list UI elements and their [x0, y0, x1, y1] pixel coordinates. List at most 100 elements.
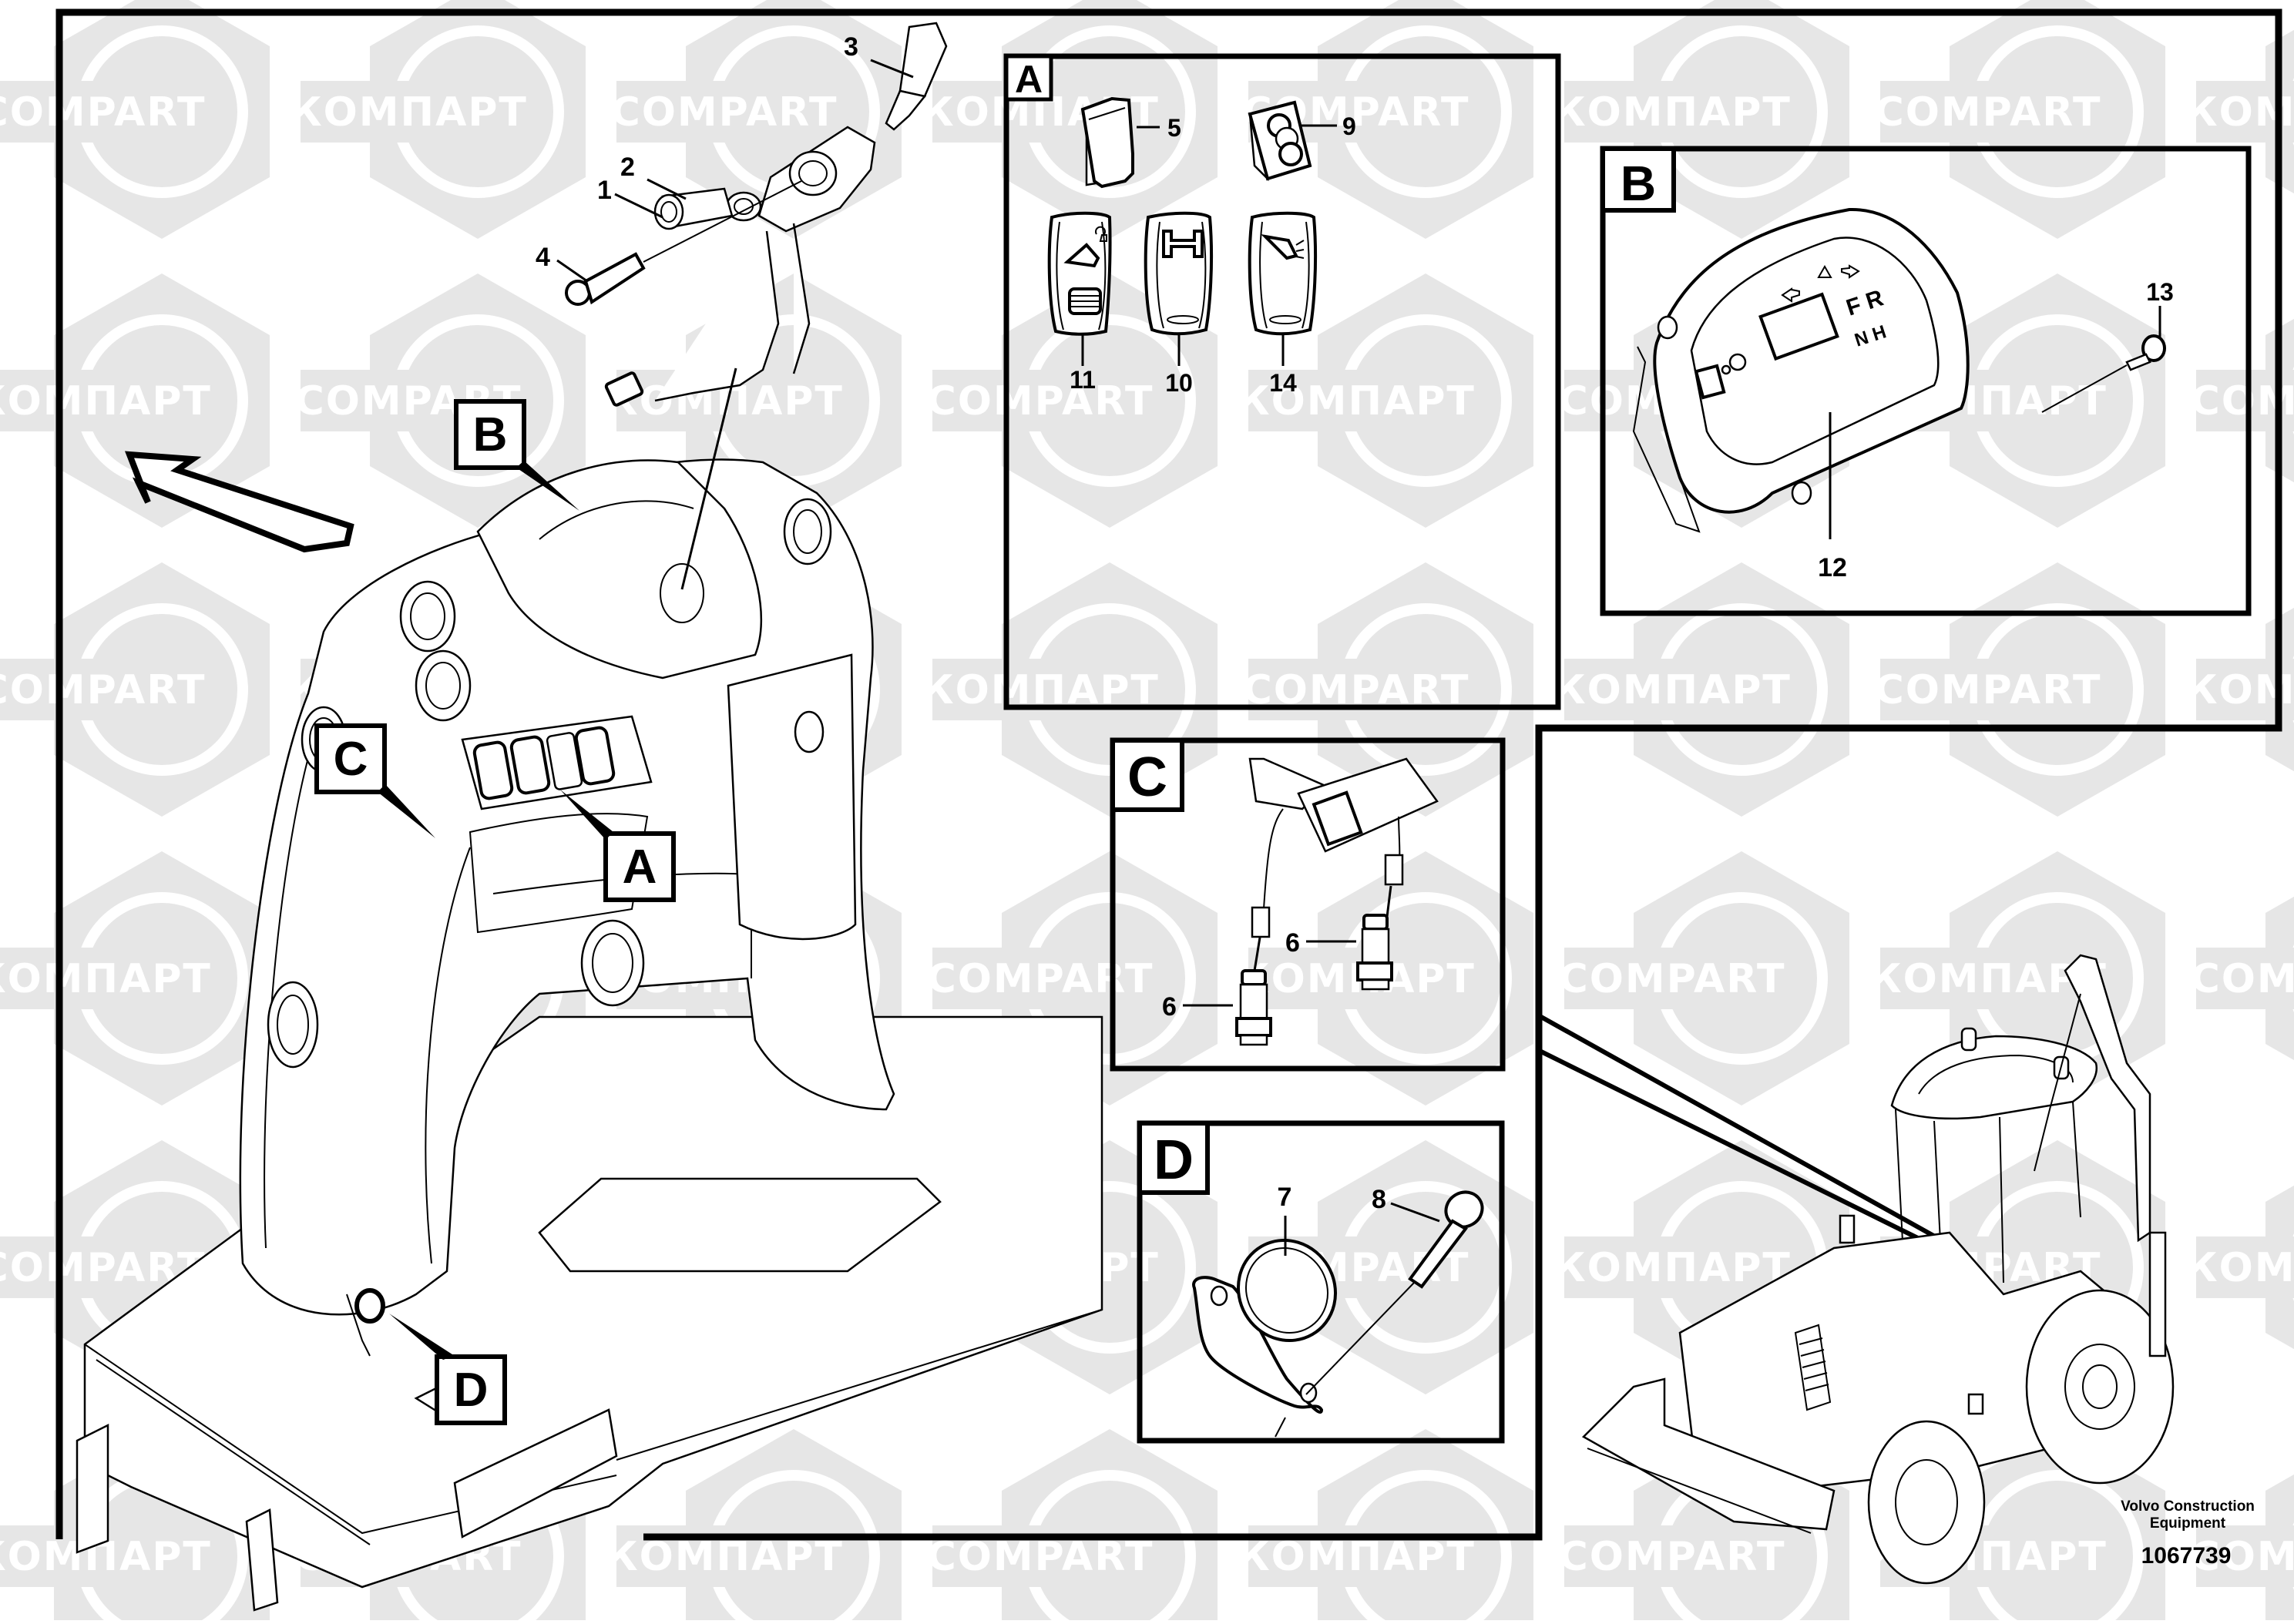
detail-label-B: B [454, 399, 579, 511]
callout-13: 13 [2146, 278, 2174, 306]
illustration-number: 1067739 [2141, 1543, 2232, 1569]
callout-1: 1 [597, 176, 612, 205]
callout-5: 5 [1167, 114, 1181, 142]
bolt-4 [565, 180, 802, 306]
watermark-text: КОМПАРТ [1553, 1245, 1792, 1291]
watermark-emblem [686, 1429, 902, 1620]
svg-text:B: B [473, 408, 508, 461]
watermark-text: COMPART [0, 89, 206, 136]
watermark-text: COMPART [0, 667, 206, 713]
watermark-band [932, 659, 1148, 720]
callout-6-right: 6 [1285, 928, 1300, 958]
watermark-text: COMPART [1875, 89, 2102, 136]
watermark-text: КОМПАРТ [1553, 89, 1792, 136]
part-10-switch-cover: 10 [1144, 211, 1214, 397]
part-6-sensor-left [1235, 969, 1272, 1046]
button-plug-on-floor [346, 1288, 385, 1357]
watermark-band [1248, 370, 1464, 431]
detail-panel-D: D 7 8 [1137, 1120, 1505, 1444]
watermark-band [301, 81, 516, 143]
callout-10: 10 [1165, 369, 1193, 397]
watermark-band [1248, 659, 1464, 720]
detail-label-A: A [560, 790, 676, 902]
backhoe-loader-overview [1581, 954, 2175, 1585]
svg-text:D: D [454, 1364, 489, 1417]
console-body [239, 458, 895, 1357]
forward-direction-arrow-icon [124, 451, 354, 553]
publisher-line-1: Volvo Construction [2121, 1498, 2255, 1515]
panel-D-letter: D [1154, 1129, 1194, 1191]
panel-C-letter: C [1127, 747, 1167, 808]
watermark-band [1880, 659, 2096, 720]
lever-assembly [565, 22, 948, 590]
watermark-text: КОМПАРТ [1237, 378, 1476, 424]
callout-8: 8 [1372, 1185, 1386, 1214]
callout-7: 7 [1278, 1183, 1292, 1212]
publisher-line-2: Equipment [2149, 1515, 2226, 1532]
watermark-text: COMPART [2191, 956, 2294, 1002]
watermark-band [1564, 1236, 1780, 1298]
part-8-torx-bolt: 8 [1305, 1185, 1484, 1395]
watermark-text: КОМПАРТ [1237, 956, 1476, 1002]
watermark-text: COMPART [611, 89, 838, 136]
main-frame [55, 8, 2282, 1541]
panel-B-letter: B [1621, 156, 1656, 211]
watermark-band [0, 948, 200, 1009]
switch-bank [461, 715, 653, 810]
part-6-sensor-right [1356, 914, 1393, 991]
detail-panel-A: A 5 9 11 [1003, 53, 1561, 710]
callout-14: 14 [1269, 369, 1297, 397]
part-7-button-plug: 7 [1192, 1183, 1338, 1438]
watermark-emblem [1318, 1429, 1533, 1620]
watermark-band [2196, 1525, 2294, 1587]
watermark-text: COMPART [1875, 667, 2102, 713]
main-view-callouts: 3 2 1 4 [536, 32, 914, 283]
watermark-band [1564, 81, 1780, 143]
watermark-text: COMPART [1559, 956, 1786, 1002]
watermark-band [0, 370, 200, 431]
watermark-band [0, 81, 200, 143]
watermark-band [616, 81, 832, 143]
callout-11: 11 [1070, 366, 1096, 394]
part-12-instrument-cluster: F R N H [1632, 207, 1970, 533]
callout-12: 12 [1818, 553, 1847, 582]
watermark-text: COMPART [1559, 1534, 1786, 1580]
detail-label-C: C [314, 723, 435, 838]
callout-6-left: 6 [1162, 992, 1177, 1022]
watermark-text: КОМПАРТ [1869, 956, 2108, 1002]
watermark-text: COMPART [927, 378, 1154, 424]
floor-plate [76, 1015, 1103, 1612]
watermark-band [2196, 1236, 2294, 1298]
leader-lines-to-machine [1540, 1015, 1943, 1250]
detail-label-D: D [389, 1314, 507, 1425]
publisher-name: Volvo Construction Equipment [2103, 1498, 2272, 1532]
watermark-text: COMPART [2191, 1534, 2294, 1580]
watermark-text: КОМПАРТ [605, 1534, 844, 1580]
part-14-switch-cover: 14 [1248, 211, 1318, 397]
svg-text:C: C [334, 733, 368, 786]
callout-9: 9 [1342, 112, 1356, 140]
callout-3: 3 [844, 32, 858, 62]
watermark-band [1880, 948, 2096, 1009]
watermark-text: COMPART [927, 1534, 1154, 1580]
watermark-band [1880, 81, 2096, 143]
part-13-screw: 13 [2041, 278, 2174, 413]
watermark-band [932, 370, 1148, 431]
watermark-band [1564, 948, 1780, 1009]
callout-2: 2 [620, 153, 635, 182]
main-console-view: 3 2 1 4 B C A D [76, 22, 1103, 1612]
watermark-band [2196, 948, 2294, 1009]
detail-panel-B: B F R N H 13 12 [1600, 146, 2252, 616]
watermark-band [1564, 1525, 1780, 1587]
watermark-text: КОМПАРТ [0, 956, 212, 1002]
switch-harness [1248, 757, 1439, 971]
watermark-text: КОМПАРТ [0, 378, 212, 424]
turn-signal-icons [1781, 264, 1860, 303]
part-11-switch-cover: 11 [1047, 211, 1112, 394]
watermark-band [0, 659, 200, 720]
callout-4: 4 [536, 243, 550, 272]
watermark-text: КОМПАРТ [1553, 667, 1792, 713]
watermark-text: КОМПАРТ [289, 89, 528, 136]
